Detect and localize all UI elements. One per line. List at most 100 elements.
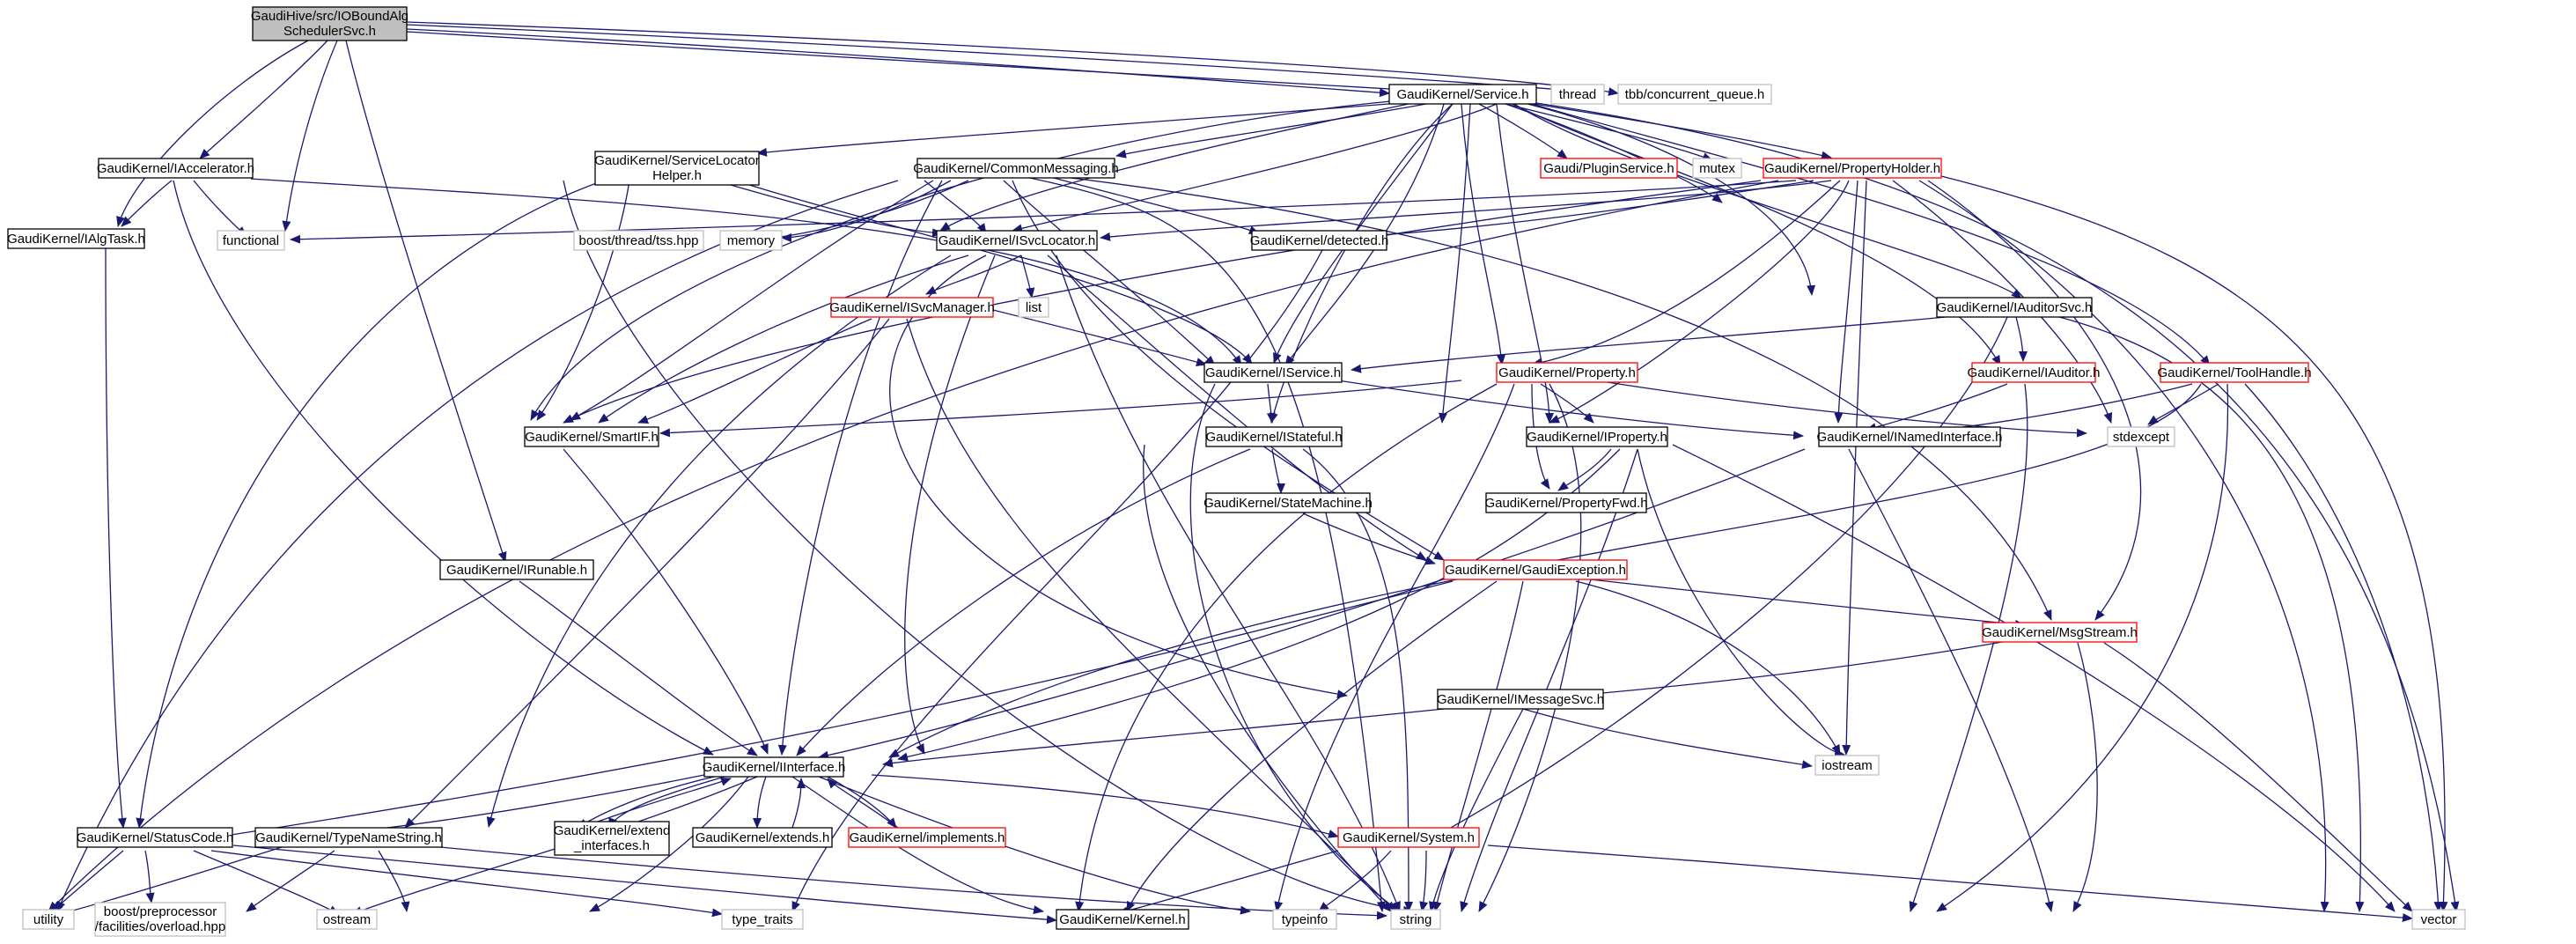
edge xyxy=(250,178,1242,366)
node-extends[interactable]: GaudiKernel/extends.h xyxy=(692,827,833,848)
edge xyxy=(777,180,943,756)
edge xyxy=(1575,580,1841,756)
node-isvclocator[interactable]: GaudiKernel/ISvcLocator.h xyxy=(936,230,1098,251)
edge xyxy=(246,850,335,912)
node-label: GaudiKernel/StatusCode.h xyxy=(77,830,233,845)
edge xyxy=(378,850,410,912)
edge xyxy=(1848,448,2054,912)
node-label: GaudiKernel/MsgStream.h xyxy=(1982,625,2138,640)
node-string[interactable]: string xyxy=(1390,909,1441,930)
edge xyxy=(1573,640,2008,700)
node-label: GaudiKernel/Property.h xyxy=(1498,365,1636,380)
node-label: SchedulerSvc.h xyxy=(283,24,376,39)
node-label: list xyxy=(1026,300,1042,315)
edge xyxy=(637,318,872,424)
edge xyxy=(753,776,767,829)
node-extend-interfaces[interactable]: GaudiKernel/extend _interfaces.h xyxy=(554,821,671,856)
node-istateful[interactable]: GaudiKernel/IStateful.h xyxy=(1205,426,1343,447)
node-commonmessaging[interactable]: GaudiKernel/CommonMessaging.h xyxy=(913,158,1119,179)
node-servicelocatorhelper[interactable]: GaudiKernel/ServiceLocator Helper.h xyxy=(594,151,760,186)
node-propertyfwd[interactable]: GaudiKernel/PropertyFwd.h xyxy=(1484,492,1648,513)
edge xyxy=(144,850,155,903)
edge xyxy=(791,235,1330,912)
node-smartif[interactable]: GaudiKernel/SmartIF.h xyxy=(524,426,659,447)
node-gaudiexception[interactable]: GaudiKernel/GaudiException.h xyxy=(1443,559,1628,580)
edge xyxy=(1460,448,1638,912)
node-label: GaudiKernel/IMessageSvc.h xyxy=(1437,692,1604,707)
edge xyxy=(290,180,1797,244)
node-label: ostream xyxy=(323,912,371,927)
node-ostream[interactable]: ostream xyxy=(316,909,378,930)
node-label: GaudiKernel/PropertyFwd.h xyxy=(1484,496,1647,511)
node-boost-overload[interactable]: boost/preprocessor /facilities/overload.… xyxy=(94,902,226,937)
node-iauditorsvc[interactable]: GaudiKernel/IAuditorSvc.h xyxy=(1936,297,2093,318)
edge xyxy=(1461,103,1505,365)
node-ialgtask[interactable]: GaudiKernel/IAlgTask.h xyxy=(7,228,145,249)
node-statuscode[interactable]: GaudiKernel/StatusCode.h xyxy=(77,827,233,848)
edge xyxy=(1549,180,1850,424)
node-toolhandle[interactable]: GaudiKernel/ToolHandle.h xyxy=(2157,362,2312,383)
edge xyxy=(1274,383,1515,912)
edge xyxy=(219,580,1454,840)
edge xyxy=(1527,103,1816,296)
node-label: GaudiKernel/Service.h xyxy=(1396,87,1528,102)
node-imessagesvc[interactable]: GaudiKernel/IMessageSvc.h xyxy=(1437,689,1604,710)
node-list[interactable]: list xyxy=(1018,297,1049,318)
node-iaccelerator[interactable]: GaudiKernel/IAccelerator.h xyxy=(97,158,254,179)
node-concurrent-queue[interactable]: tbb/concurrent_queue.h xyxy=(1617,84,1772,105)
edge xyxy=(1302,448,1413,912)
dependency-edges xyxy=(48,21,2460,925)
edge xyxy=(52,850,124,912)
node-implements[interactable]: GaudiKernel/implements.h xyxy=(848,827,1006,848)
edge xyxy=(889,254,1348,699)
node-iauditor[interactable]: GaudiKernel/IAuditor.h xyxy=(1968,362,2101,383)
node-vector[interactable]: vector xyxy=(2411,909,2466,930)
node-property[interactable]: GaudiKernel/Property.h xyxy=(1496,362,1638,383)
node-label: GaudiKernel/ISvcLocator.h xyxy=(938,233,1095,248)
edge xyxy=(486,254,952,828)
node-isvcmanager[interactable]: GaudiKernel/ISvcManager.h xyxy=(829,297,995,318)
edge xyxy=(56,180,899,912)
node-memory[interactable]: memory xyxy=(719,230,783,251)
node-label: GaudiKernel/ServiceLocator xyxy=(594,153,760,168)
node-kernel[interactable]: GaudiKernel/Kernel.h xyxy=(1056,909,1189,930)
node-system[interactable]: GaudiKernel/System.h xyxy=(1337,827,1480,848)
edge xyxy=(1531,103,2211,366)
node-statemachine[interactable]: GaudiKernel/StateMachine.h xyxy=(1203,492,1373,513)
edge xyxy=(406,24,1605,97)
edge xyxy=(530,100,1401,421)
node-service[interactable]: GaudiKernel/Service.h xyxy=(1388,84,1537,105)
node-mutex[interactable]: mutex xyxy=(1692,158,1742,179)
node-iinterface[interactable]: GaudiKernel/IInterface.h xyxy=(703,756,846,778)
node-msgstream[interactable]: GaudiKernel/MsgStream.h xyxy=(1982,622,2138,643)
node-typeinfo[interactable]: typeinfo xyxy=(1272,909,1337,930)
node-irunable[interactable]: GaudiKernel/IRunable.h xyxy=(439,559,594,580)
node-root-ioboundalgschedulersvc[interactable]: GaudiHive/src/IOBoundAlg SchedulerSvc.h xyxy=(251,6,408,41)
edge xyxy=(1927,180,2142,621)
node-thread[interactable]: thread xyxy=(1550,84,1605,105)
edge xyxy=(1075,383,1498,912)
node-pluginservice[interactable]: Gaudi/PluginService.h xyxy=(1540,158,1678,179)
edge xyxy=(1478,103,1568,159)
edge xyxy=(1557,448,1612,491)
node-utility[interactable]: utility xyxy=(22,909,75,930)
node-label: _interfaces.h xyxy=(573,838,650,853)
node-iservice[interactable]: GaudiKernel/IService.h xyxy=(1203,362,1343,383)
node-boost-tss[interactable]: boost/thread/tss.hpp xyxy=(573,230,704,251)
edge xyxy=(282,40,338,232)
node-detected[interactable]: GaudiKernel/detected.h xyxy=(1250,230,1389,251)
node-label: GaudiKernel/extends.h xyxy=(696,830,830,845)
node-label: GaudiKernel/GaudiException.h xyxy=(1445,563,1626,578)
node-inamedinterface[interactable]: GaudiKernel/INamedInterface.h xyxy=(1817,426,2003,447)
node-iostream[interactable]: iostream xyxy=(1814,755,1880,776)
node-label: GaudiKernel/PropertyHolder.h xyxy=(1764,161,1940,176)
node-type-traits[interactable]: type_traits xyxy=(721,909,804,930)
node-typenamestring[interactable]: GaudiKernel/TypeNameString.h xyxy=(254,827,443,848)
node-functional[interactable]: functional xyxy=(217,230,285,251)
node-stdexcept[interactable]: stdexcept xyxy=(2107,426,2175,447)
node-iproperty[interactable]: GaudiKernel/IProperty.h xyxy=(1526,426,1668,447)
node-label: Helper.h xyxy=(652,168,702,183)
node-propertyholder[interactable]: GaudiKernel/PropertyHolder.h xyxy=(1763,158,1942,179)
edge xyxy=(1143,444,1392,912)
node-label: mutex xyxy=(1699,161,1735,176)
